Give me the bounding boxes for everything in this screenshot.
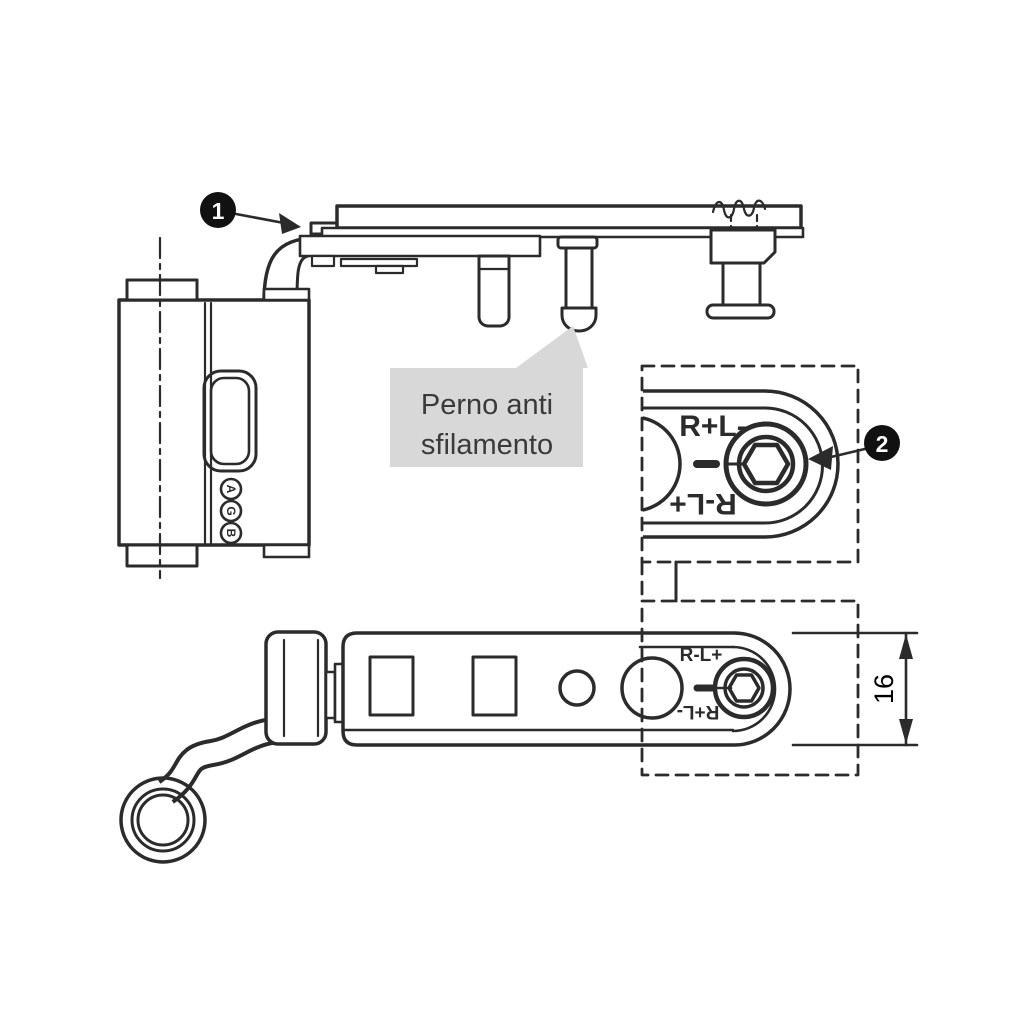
arrowhead [279,213,301,234]
bracket-cutout-outer [202,369,258,473]
under-rail [298,234,542,258]
marking-bottom-rotated: R-L+ [669,487,737,520]
square-peg [477,254,511,328]
side-assembly-view [262,199,805,333]
knurl-detail [711,199,767,219]
arm-body [341,631,792,747]
rail-detail [374,264,405,275]
label-pointer-wedge [516,326,588,368]
arrowhead-down [899,719,913,744]
marking-top: R+L- [679,410,747,443]
arm-plan-view: R-L+ R+L- [264,599,860,777]
detail-view: R+L- R-L+ [640,364,860,603]
marking-bottom-rotated: R+L- [677,701,720,722]
stamp-letter: B [224,529,238,538]
hinge-bracket: A G B [117,236,311,580]
small-hole [558,669,596,707]
marking-top: R-L+ [680,645,723,666]
arm-hole [643,416,682,512]
bracket-tab-top-right [262,287,311,302]
plan-dashed-box [640,599,860,777]
stamp-letter: A [224,485,238,494]
bracket-cutout-inner [209,376,251,466]
callout-1: 1 [200,192,301,234]
ring-mid [130,787,196,853]
bracket-body [117,298,311,547]
ring-hole [136,793,190,847]
label-line1: Perno anti [421,389,553,421]
arrowhead-up [899,634,913,659]
dimension-16: 16 [791,631,919,747]
rail-detail [310,254,336,268]
callout-2-badge [864,425,900,461]
square-hole-2 [471,655,518,717]
label-line2: sfilamento [421,429,553,461]
detail-dashed-box [640,364,860,564]
callout-1-number: 1 [212,198,225,224]
square-hole-1 [368,655,415,717]
ring-outer [119,776,207,864]
hex-adjustment-screw [723,421,809,507]
bracket-tab-top [125,278,199,302]
pin-label-box: Perno anti sfilamento [390,326,588,467]
mushroom-cam-pin [705,199,777,320]
hex-socket [727,673,761,703]
arm-end-outer [643,389,840,539]
dimension-value: 16 [869,674,899,704]
pivot-ring-arm [119,716,304,864]
leader-line [829,446,871,459]
bracket-tab-bottom [125,543,199,568]
hex-socket [741,442,791,486]
callout-1-badge [200,192,236,228]
large-hole [620,656,684,720]
stamp-letter: G [224,506,238,515]
label-box [390,368,583,467]
callout-2: 2 [808,425,900,470]
arrowhead [808,446,833,470]
connector-neck [324,670,337,720]
leader-line [234,212,286,225]
callout-2-number: 2 [876,431,889,457]
hex-adjustment-screw-plan [712,656,776,720]
anti-pullout-pin [556,235,599,333]
brand-stamp: A G B [219,477,243,545]
bracket-tab-bottom-right [262,543,311,559]
